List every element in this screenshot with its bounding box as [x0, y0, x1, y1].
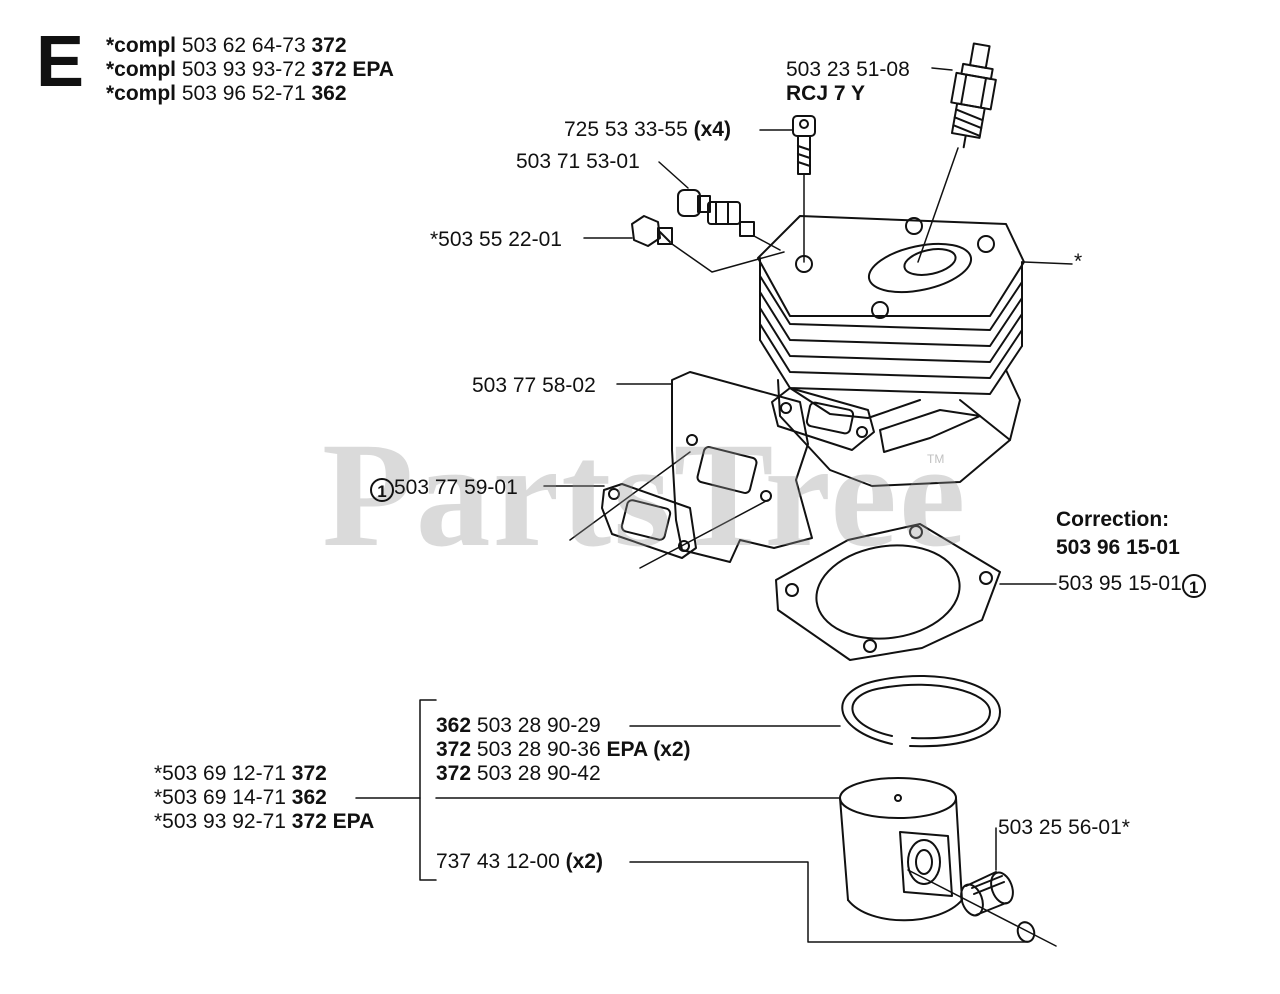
spark-plug-icon [950, 42, 997, 149]
watermark-trademark: TM [927, 452, 945, 466]
circlip-icon [1016, 921, 1036, 943]
plug-icon [631, 215, 673, 247]
watermark: PartsTree [322, 412, 968, 578]
piston-ring-label-2: 372 503 28 90-36 EPA (x2) [436, 738, 691, 761]
needle-bearing-label: 503 25 56-01* [998, 816, 1130, 839]
piston-ring-label-1: 362 503 28 90-29 [436, 714, 601, 737]
header-line-1: *compl 503 62 64-73 372 [106, 34, 347, 57]
needle-bearing-icon [960, 871, 1014, 917]
screw-label: 725 53 33-55 (x4) [564, 118, 731, 141]
spark-plug-leader [917, 147, 959, 263]
correction-title: Correction: [1056, 508, 1170, 531]
correction-number: 503 96 15-01 [1056, 536, 1180, 559]
piston-ring-icon [841, 674, 1001, 748]
decompression-valve-label: 503 71 53-01 [516, 150, 640, 173]
intake-gasket-icon [601, 483, 697, 559]
section-letter: E [36, 22, 85, 102]
plug-label: *503 55 22-01 [430, 228, 562, 251]
heat-shield-label: 503 77 58-02 [472, 374, 596, 397]
header-line-2: *compl 503 93 93-72 372 EPA [106, 58, 394, 81]
reference-circle-1: 1 [370, 478, 394, 502]
cylinder-gasket-icon [775, 523, 1001, 661]
piston-kit-label-2: *503 69 14-71 362 [154, 786, 327, 809]
screw-icon [792, 115, 816, 175]
cylinder-leader [1023, 261, 1073, 265]
circlip-label: 737 43 12-00 (x2) [436, 850, 603, 873]
piston-icon [839, 777, 963, 922]
piston-kit-bracket [419, 699, 437, 881]
spark-plug-number: 503 23 51-08 [786, 58, 910, 81]
header-line-3: *compl 503 96 52-71 362 [106, 82, 347, 105]
reference-circle-2: 1 [1181, 574, 1206, 598]
decompression-valve-icon [677, 189, 755, 237]
piston-ring-label-3: 372 503 28 90-42 [436, 762, 601, 785]
piston-kit-label-1: *503 69 12-71 372 [154, 762, 327, 785]
spark-plug-code: RCJ 7 Y [786, 82, 865, 105]
cylinder-mark: * [1074, 250, 1083, 273]
piston-kit-label-3: *503 93 92-71 372 EPA [154, 810, 375, 833]
